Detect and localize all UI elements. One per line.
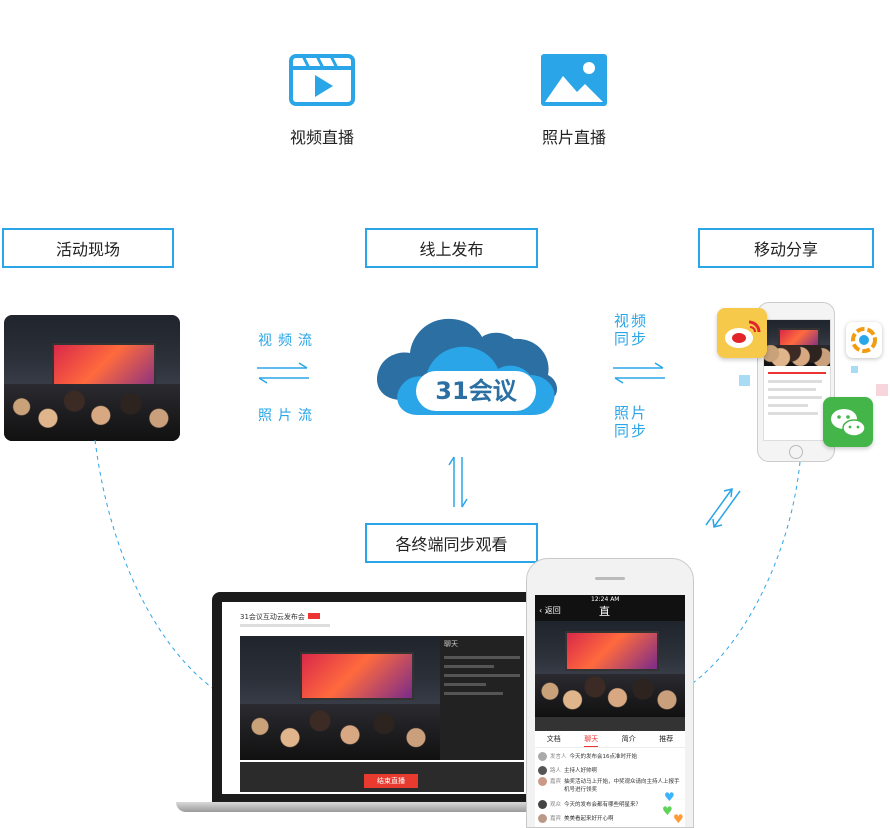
laptop-chat-header: 聊天 (444, 640, 458, 648)
video-sync-line1: 视频 (614, 312, 649, 330)
tab-intro[interactable]: 简介 (621, 735, 636, 743)
cloud-icon: 31会议 (376, 318, 558, 415)
event-photo (4, 315, 180, 441)
list-item: 发言人今天的发布会16点准时开始 (535, 749, 685, 763)
tab-recommend[interactable]: 推荐 (659, 735, 674, 743)
photo-stream-label: 照片流 (258, 408, 318, 424)
laptop-chat-panel: 聊天 (440, 636, 524, 760)
video-live-label: 视频直播 (289, 128, 354, 147)
phone-video (535, 621, 685, 717)
mobile-box: 移动分享 (698, 228, 880, 274)
list-item: 路人主持人好帅啊 (535, 763, 685, 777)
photo-sync-line2: 同步 (614, 422, 649, 440)
video-live-item: 视频直播 (262, 52, 382, 152)
photo-icon (541, 54, 607, 106)
list-item: 嘉宾美美看起来好开心啊 (535, 811, 685, 825)
video-stream-label: 视频流 (258, 333, 318, 349)
phone-back-button[interactable]: ‹ 返回 (539, 606, 561, 615)
video-sync-line2: 同步 (614, 330, 649, 348)
terminals-box-label: 各终端同步观看 (395, 535, 508, 554)
decor-square (851, 366, 858, 373)
terminals-box: 各终端同步观看 (365, 523, 544, 569)
bidirectional-arrow-icon (257, 362, 309, 384)
phone-title: 直 (599, 605, 610, 618)
tab-chat[interactable]: 聊天 (584, 731, 599, 747)
photo-sync-line1: 照片 (614, 404, 649, 422)
cloud-logo-text: 31会议 (435, 377, 517, 405)
online-box: 线上发布 (365, 228, 544, 274)
vertical-bidirectional-arrow-icon (448, 456, 468, 508)
list-item: 嘉宾抽奖活动马上开始，中奖观众请向主持人上报手机号进行领奖 (535, 777, 685, 797)
video-clapper-icon (289, 54, 355, 106)
mobile-box-label: 移动分享 (753, 240, 818, 259)
phone-chat-list: 发言人今天的发布会16点准时开始 路人主持人好帅啊 嘉宾抽奖活动马上开始，中奖观… (535, 749, 685, 825)
wechat-icon (823, 397, 873, 447)
heart-icon: ♥ (662, 804, 673, 818)
bidirectional-arrow-icon-right (613, 362, 665, 384)
decor-square (739, 375, 750, 386)
site-box: 活动现场 (2, 228, 180, 274)
laptop-video (240, 636, 440, 760)
video-sync-label: 视频 同步 (614, 312, 648, 348)
weibo-icon (717, 308, 767, 358)
laptop-title: 31会议互动云发布会 (240, 613, 305, 621)
photo-live-item: 照片直播 (514, 52, 634, 152)
laptop: 31会议互动云发布会 聊天 结束直播 (212, 592, 552, 802)
share-phone (757, 302, 835, 462)
heart-icon: ♥ (664, 790, 675, 804)
photo-live-label: 照片直播 (541, 128, 606, 147)
album-icon (846, 322, 882, 358)
phone-time: 12:24 AM (591, 596, 620, 603)
large-phone: 12:24 AM ‹ 返回 直 文档 聊天 简介 推荐 发言人今天的发布会16点… (526, 558, 694, 828)
photo-sync-label: 照片 同步 (614, 404, 648, 440)
end-live-button[interactable]: 结束直播 (364, 774, 418, 788)
list-item: 观众今天的发布会都有哪些明星来？ (535, 797, 685, 811)
phone-tabs: 文档 聊天 简介 推荐 (535, 731, 685, 748)
decor-square (876, 384, 888, 396)
phone-back-label: 返回 (544, 606, 561, 615)
site-box-label: 活动现场 (55, 240, 120, 259)
heart-icon: ♥ (673, 812, 684, 826)
tab-docs[interactable]: 文档 (546, 735, 561, 743)
diagonal-bidirectional-arrow-icon (705, 488, 741, 528)
online-box-label: 线上发布 (419, 240, 484, 259)
laptop-base (176, 802, 582, 812)
